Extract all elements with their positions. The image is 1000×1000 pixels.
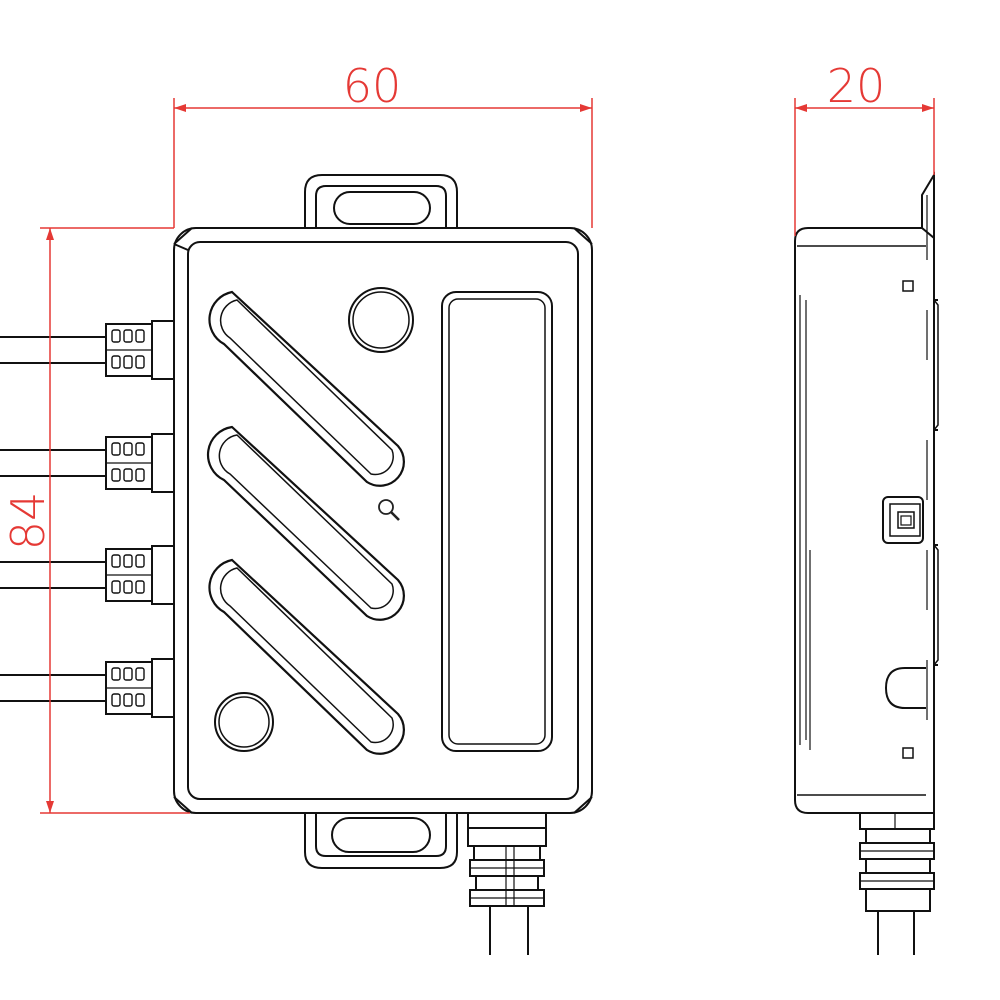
side-hook xyxy=(884,667,926,709)
diagonal-slot-1 xyxy=(208,290,405,487)
enclosure-outer xyxy=(173,227,593,814)
side-marker-bottom xyxy=(902,747,914,759)
dimension-width-label: 60 xyxy=(343,59,402,113)
cable-connector xyxy=(0,433,175,493)
top-mounting-tab xyxy=(304,174,458,228)
side-cable xyxy=(859,812,935,955)
diagonal-slot-3 xyxy=(208,558,405,755)
magnifier-icon[interactable] xyxy=(378,499,400,521)
label-recess-outer xyxy=(441,291,553,752)
dimension-width: 60 xyxy=(173,59,593,228)
diagonal-slot-2 xyxy=(206,425,405,621)
front-view xyxy=(0,174,593,955)
side-marker-top xyxy=(902,280,914,292)
side-clip xyxy=(882,496,924,544)
bottom-mounting-tab xyxy=(304,812,458,869)
side-view xyxy=(794,171,939,955)
circle-top xyxy=(348,287,414,353)
cable-connector xyxy=(0,545,175,605)
dimension-height: 84 xyxy=(1,227,190,814)
dimension-height-label: 84 xyxy=(1,492,55,551)
side-enclosure xyxy=(794,227,935,814)
connectors-left xyxy=(0,320,175,718)
circle-bottom xyxy=(214,692,274,752)
cable-connector xyxy=(0,658,175,718)
dimension-depth: 20 xyxy=(794,59,935,236)
label-recess-inner xyxy=(448,298,546,745)
enclosure-inner xyxy=(187,241,579,800)
dimension-depth-label: 20 xyxy=(827,59,886,113)
cable-connector xyxy=(0,320,175,380)
bottom-cable xyxy=(467,813,547,955)
